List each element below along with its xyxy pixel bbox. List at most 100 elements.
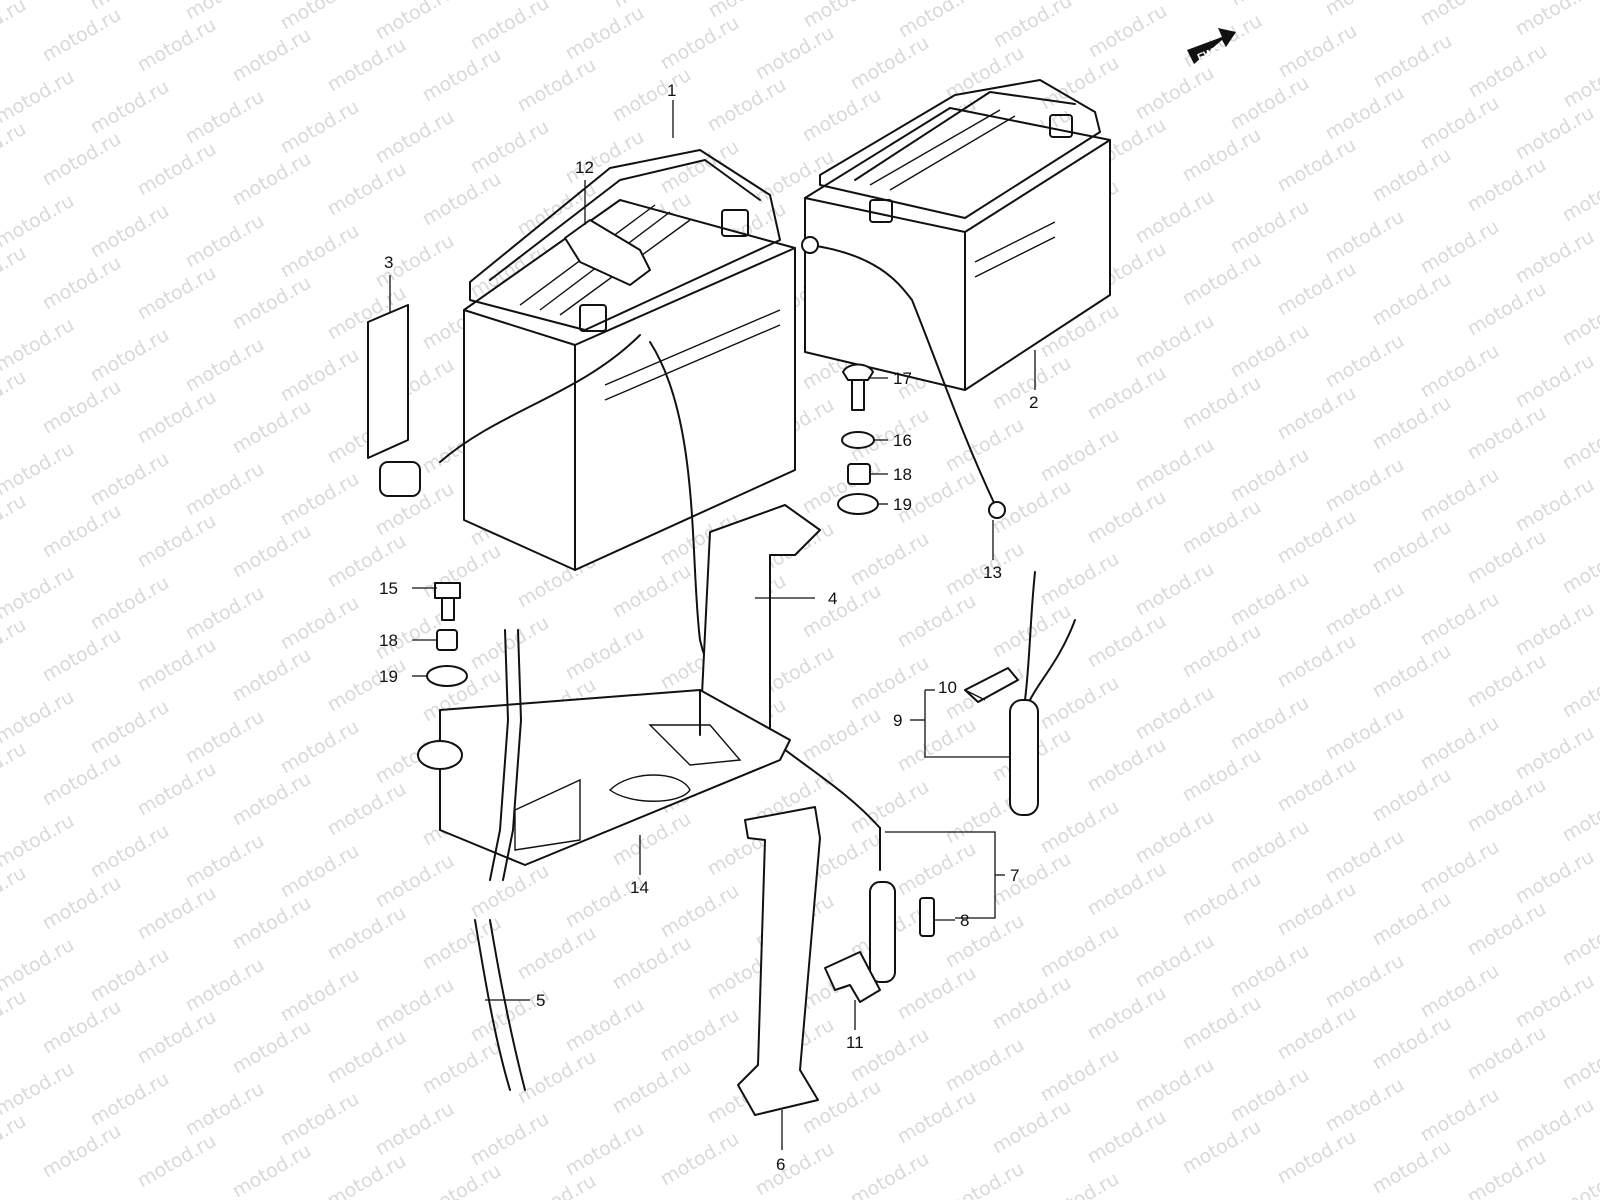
watermark-text: motod.ru (324, 158, 410, 221)
watermark-text: motod.ru (1085, 0, 1171, 62)
watermark-text: motod.ru (514, 1046, 600, 1109)
watermark-text: motod.ru (1227, 568, 1313, 631)
part-13-ground-cable (809, 244, 996, 506)
watermark-text: motod.ru (1559, 164, 1600, 227)
watermark-text: motod.ru (134, 14, 220, 77)
watermark-text: motod.ru (277, 716, 363, 779)
callout-16: 16 (893, 431, 912, 450)
watermark-text: motod.ru (419, 44, 505, 107)
watermark-text: motod.ru (87, 324, 173, 387)
watermark-text: motod.ru (39, 376, 125, 439)
watermark-text: motod.ru (1084, 858, 1170, 921)
watermark-text: motod.ru (182, 1078, 268, 1141)
callout-5: 5 (536, 991, 545, 1010)
watermark-text: motod.ru (419, 1160, 505, 1200)
watermark-text: motod.ru (1132, 310, 1218, 373)
watermark-text: motod.ru (1464, 278, 1550, 341)
watermark-text: motod.ru (1322, 206, 1408, 269)
battery-2 (804, 79, 1111, 391)
watermark-text: motod.ru (1512, 226, 1598, 289)
watermark-text: motod.ru (562, 1118, 648, 1181)
watermark-text: motod.ru (229, 1016, 315, 1079)
watermark-text: motod.ru (324, 1150, 410, 1200)
part-9-fuse-holder (1009, 699, 1039, 816)
watermark-text: motod.ru (0, 1058, 78, 1121)
watermark-text: motod.ru (1084, 486, 1170, 549)
watermark-text: motod.ru (0, 614, 30, 677)
watermark-text: motod.ru (1560, 50, 1600, 113)
watermark-text: motod.ru (134, 386, 220, 449)
watermark-text: motod.ru (1179, 372, 1265, 435)
watermark-text: motod.ru (0, 314, 78, 377)
watermark-text: motod.ru (1084, 362, 1170, 425)
watermark-text: motod.ru (277, 1088, 363, 1151)
watermark-text: motod.ru (1274, 878, 1360, 941)
callouts: 1 12 3 2 17 16 18 19 13 4 15 18 19 10 9 … (379, 81, 1038, 1174)
watermark-text: motod.ru (1037, 920, 1123, 983)
watermark-text: motod.ru (1227, 692, 1313, 755)
watermark-text: motod.ru (894, 838, 980, 901)
watermark-text: motod.ru (1559, 784, 1600, 847)
watermark-text: motod.ru (1417, 0, 1503, 30)
watermark-text: motod.ru (87, 820, 173, 883)
watermark-text: motod.ru (229, 768, 315, 831)
callout-3: 3 (384, 253, 393, 272)
battery-1 (463, 149, 796, 571)
watermark-text: motod.ru (1275, 20, 1361, 83)
watermark-text: motod.ru (1037, 1044, 1123, 1107)
watermark-text: motod.ru (39, 500, 125, 563)
watermark-text: motod.ru (1559, 908, 1600, 971)
watermark-text: motod.ru (1369, 888, 1455, 951)
watermark-text: motod.ru (1464, 898, 1550, 961)
watermark-text: motod.ru (1227, 816, 1313, 879)
watermark-text: motod.ru (1322, 702, 1408, 765)
watermark-text: motod.ru (799, 580, 885, 643)
callout-1: 1 (667, 81, 676, 100)
watermark-text: motod.ru (0, 438, 78, 501)
watermark-text: motod.ru (562, 2, 648, 65)
watermark-text: motod.ru (277, 964, 363, 1027)
watermark-text: motod.ru (1084, 982, 1170, 1045)
watermark-text: motod.ru (1179, 744, 1265, 807)
watermark-text: motod.ru (1274, 1126, 1360, 1189)
watermark-text: motod.ru (1274, 1002, 1360, 1065)
watermark-text: motod.ru (0, 810, 78, 873)
watermark-text: motod.ru (39, 1120, 125, 1183)
watermark-text: motod.ru (1512, 350, 1598, 413)
watermark-text: motod.ru (847, 32, 933, 95)
watermark-text: motod.ru (87, 76, 173, 139)
watermark-text: motod.ru (1417, 464, 1503, 527)
cable-to-cap (439, 334, 641, 463)
watermark-text: motod.ru (894, 590, 980, 653)
watermark-text: motod.ru (1512, 598, 1598, 661)
watermark-text: motod.ru (39, 252, 125, 315)
callout-18-left: 18 (379, 631, 398, 650)
watermark-text: motod.ru (0, 934, 78, 997)
callout-2: 2 (1029, 393, 1038, 412)
leader-lines (389, 100, 1036, 1150)
watermark-text: motod.ru (467, 116, 553, 179)
callout-13: 13 (983, 563, 1002, 582)
part-3-label-card (367, 304, 409, 459)
watermark-text: motod.ru (989, 1096, 1075, 1159)
watermark-text: motod.ru (1132, 62, 1218, 125)
callout-18-right: 18 (893, 465, 912, 484)
watermark-text: motod.ru (1179, 1116, 1265, 1179)
watermark-text: motod.ru (1179, 868, 1265, 931)
watermark-text: motod.ru (372, 1098, 458, 1161)
watermark-text: motod.ru (229, 892, 315, 955)
watermark-text: motod.ru (277, 468, 363, 531)
watermark-text: motod.ru (1274, 630, 1360, 693)
watermark-text: motod.ru (657, 12, 743, 75)
watermark-text: motod.ru (467, 612, 553, 675)
watermark-text: motod.ru (1227, 444, 1313, 507)
watermark-text: motod.ru (182, 706, 268, 769)
watermark-text: motod.ru (277, 0, 363, 34)
watermark-text: motod.ru (372, 0, 458, 44)
watermark-text: motod.ru (1417, 712, 1503, 775)
watermark-text: motod.ru (847, 528, 933, 591)
watermark-text: motod.ru (87, 448, 173, 511)
callout-6: 6 (776, 1155, 785, 1174)
watermark-text: motod.ru (1370, 30, 1456, 93)
